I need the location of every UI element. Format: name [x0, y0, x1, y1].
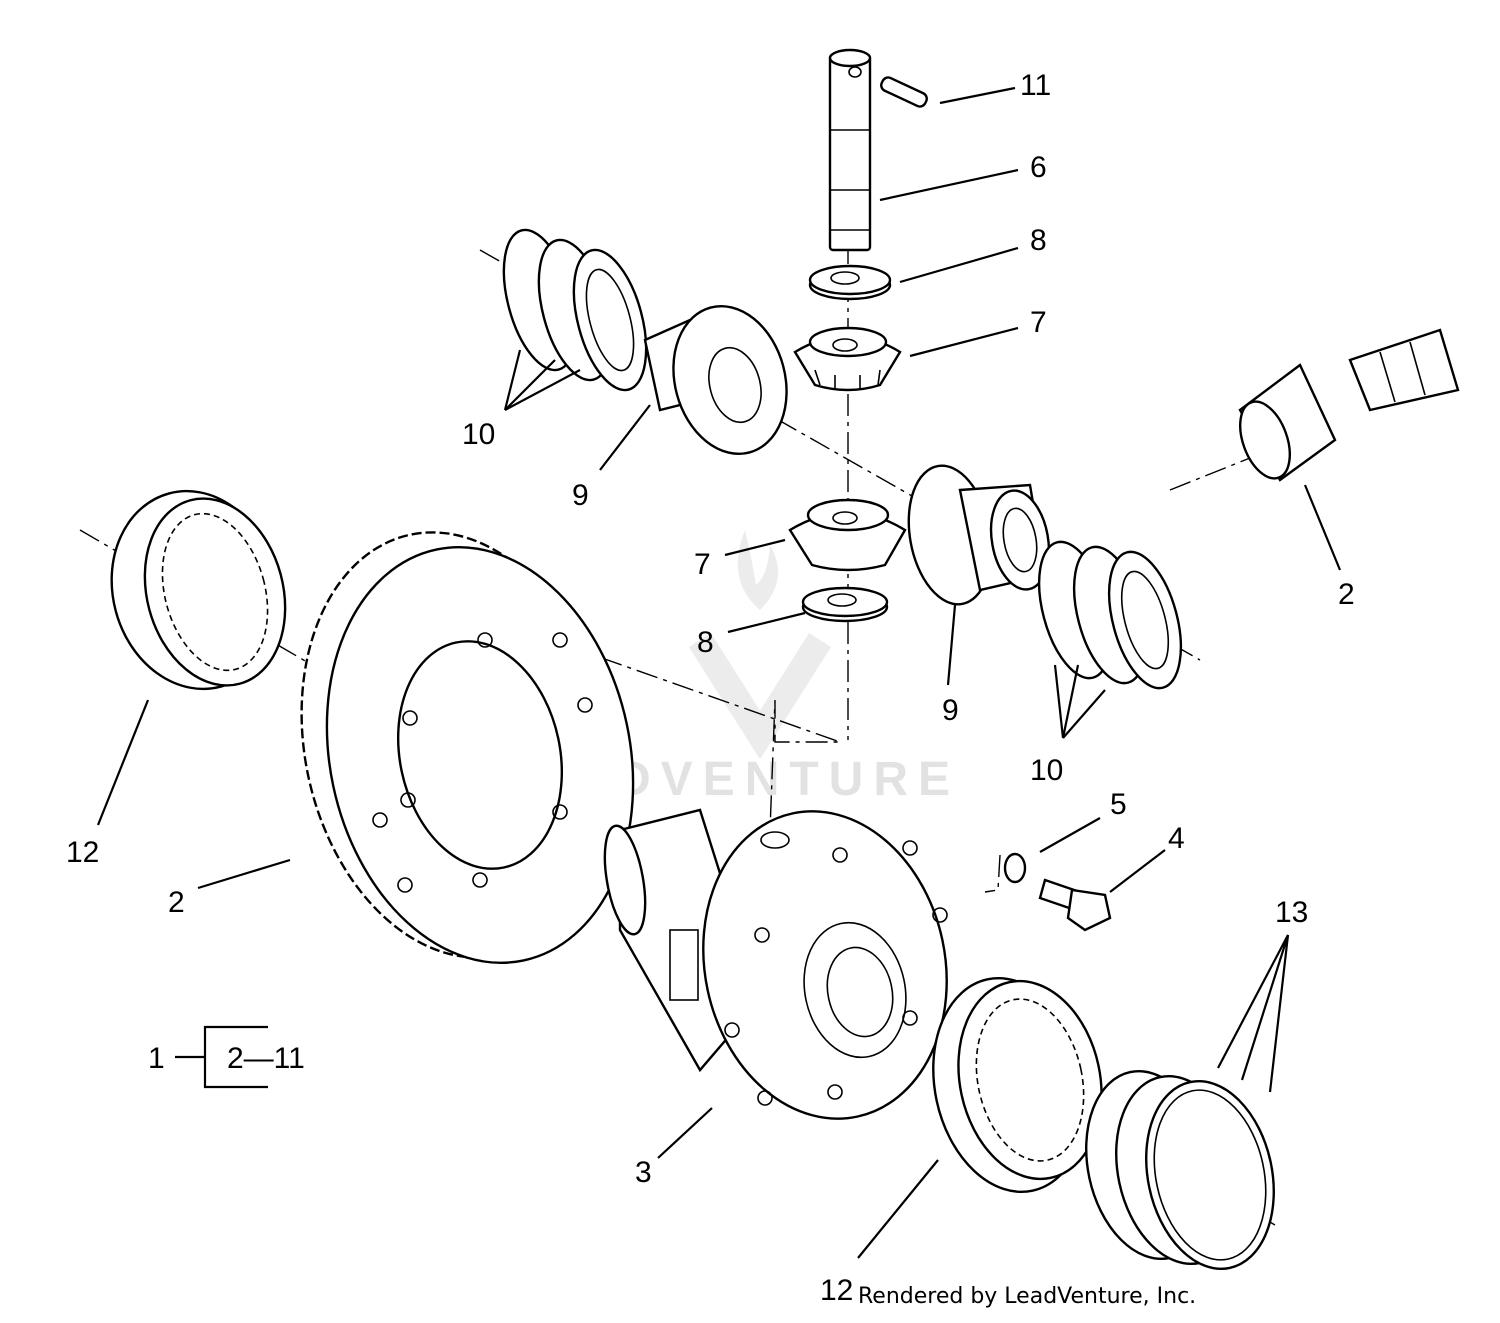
- pinion-gear-lower: [788, 498, 907, 572]
- callout-4: 4: [1168, 822, 1185, 855]
- thrust-washer-lower: [801, 586, 889, 623]
- callout-12-left: 12: [66, 836, 99, 869]
- watermark-flame-icon: [737, 530, 778, 610]
- assembly-key: 1 2—11: [148, 1025, 305, 1089]
- callout-9-lower: 9: [942, 694, 959, 727]
- callout-8-lower: 8: [697, 626, 714, 659]
- ring-gear: [300, 531, 635, 964]
- callout-3: 3: [635, 1156, 652, 1189]
- leader-lines: [96, 86, 1342, 1259]
- clutch-discs-upper: [502, 228, 648, 392]
- callout-2-pinion: 2: [1338, 578, 1355, 611]
- thrust-washer-upper: [808, 264, 892, 301]
- callout-10-upper: 10: [462, 418, 495, 451]
- callout-13: 13: [1275, 896, 1308, 929]
- render-credit: Rendered by LeadVenture, Inc.: [858, 1284, 1196, 1309]
- callout-11: 11: [1020, 69, 1051, 102]
- pinion-gear-upper: [793, 326, 902, 392]
- shims: [1085, 1069, 1275, 1271]
- differential-case: [603, 808, 948, 1120]
- callout-12-right: 12: [820, 1274, 853, 1307]
- callout-10-lower: 10: [1030, 754, 1063, 787]
- callout-2-ring: 2: [168, 886, 185, 919]
- bolt: [1038, 878, 1112, 932]
- cross-shaft: [828, 48, 872, 252]
- assembly-key-range: 2—11: [227, 1042, 305, 1075]
- bearing-right: [932, 977, 1103, 1193]
- lock-washer: [1003, 852, 1027, 884]
- drive-pinion: [1238, 328, 1460, 482]
- bearing-left: [110, 489, 287, 691]
- callout-7-lower: 7: [694, 548, 711, 581]
- assembly-key-parent: 1: [148, 1042, 165, 1075]
- callout-7-upper: 7: [1030, 306, 1047, 339]
- watermark-logo-icon: [689, 633, 831, 760]
- side-gear-lower: [907, 464, 1051, 606]
- callouts: 11 6 8 7 10 9 2 7 8 9 10 12 2 5 4 13 3 1…: [66, 69, 1355, 1307]
- callout-9-upper: 9: [572, 479, 589, 512]
- clutch-discs-lower: [1037, 540, 1183, 690]
- callout-5: 5: [1110, 788, 1127, 821]
- pin: [880, 76, 928, 108]
- callout-8-upper: 8: [1030, 224, 1047, 257]
- callout-6: 6: [1030, 151, 1047, 184]
- side-gear-upper: [643, 304, 788, 456]
